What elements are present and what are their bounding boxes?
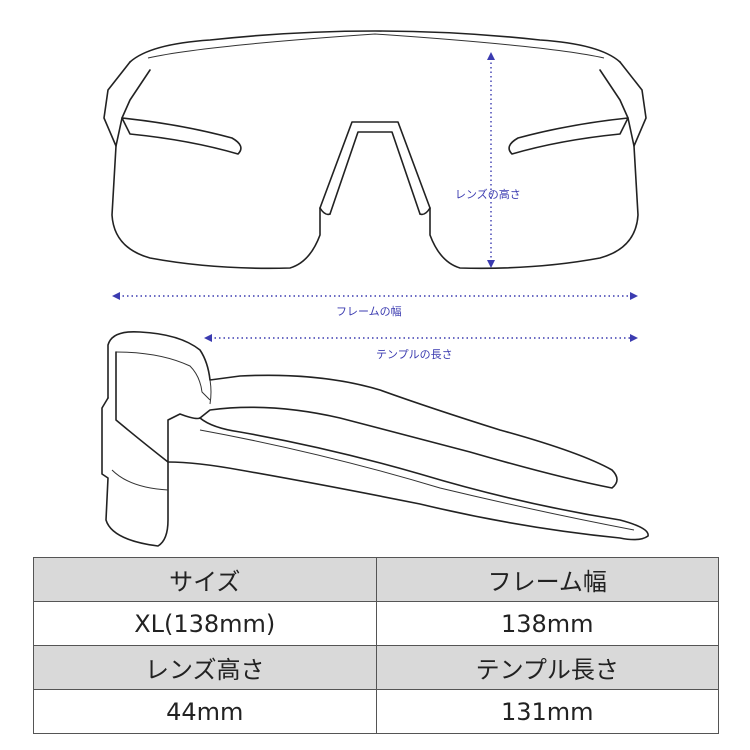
- side-view: [101, 330, 649, 547]
- sunglasses-diagram: レンズの高さ フレームの幅 テンプルの長さ: [101, 30, 649, 547]
- front-view: [103, 30, 647, 270]
- lens-height-value: 44mm: [33, 689, 377, 734]
- nose-bridge: [319, 121, 431, 215]
- lens-height-dimension: レンズの高さ: [455, 52, 521, 268]
- frame-width-label: フレームの幅: [336, 305, 402, 318]
- lens-height-label: レンズの高さ: [455, 187, 521, 201]
- temple-length-dimension: テンプルの長さ: [204, 334, 638, 361]
- side-lens: [101, 397, 169, 547]
- spec-table: サイズ フレーム幅 XL(138mm) 138mm レンズ高さ テンプル長さ 4…: [33, 557, 719, 734]
- spec-value-row: XL(138mm) 138mm: [33, 601, 719, 646]
- spec-header-row: レンズ高さ テンプル長さ: [33, 645, 719, 690]
- temple-length-value: 131mm: [375, 689, 719, 734]
- lens-shield: [111, 145, 639, 270]
- side-frame: [107, 330, 618, 489]
- frame-width-header: フレーム幅: [375, 557, 719, 602]
- frame-right-end: [599, 61, 647, 147]
- spec-value-row: 44mm 131mm: [33, 689, 719, 734]
- frame-width-value: 138mm: [375, 601, 719, 646]
- spec-header-row: サイズ フレーム幅: [33, 557, 719, 602]
- frame-top: [129, 30, 621, 63]
- size-header: サイズ: [33, 557, 377, 602]
- side-temple: [167, 417, 649, 541]
- temple-length-label: テンプルの長さ: [376, 348, 453, 361]
- frame-width-dimension: フレームの幅: [112, 292, 638, 318]
- frame-left-end: [103, 61, 151, 147]
- lens-height-header: レンズ高さ: [33, 645, 377, 690]
- size-value: XL(138mm): [33, 601, 377, 646]
- temple-length-header: テンプル長さ: [375, 645, 719, 690]
